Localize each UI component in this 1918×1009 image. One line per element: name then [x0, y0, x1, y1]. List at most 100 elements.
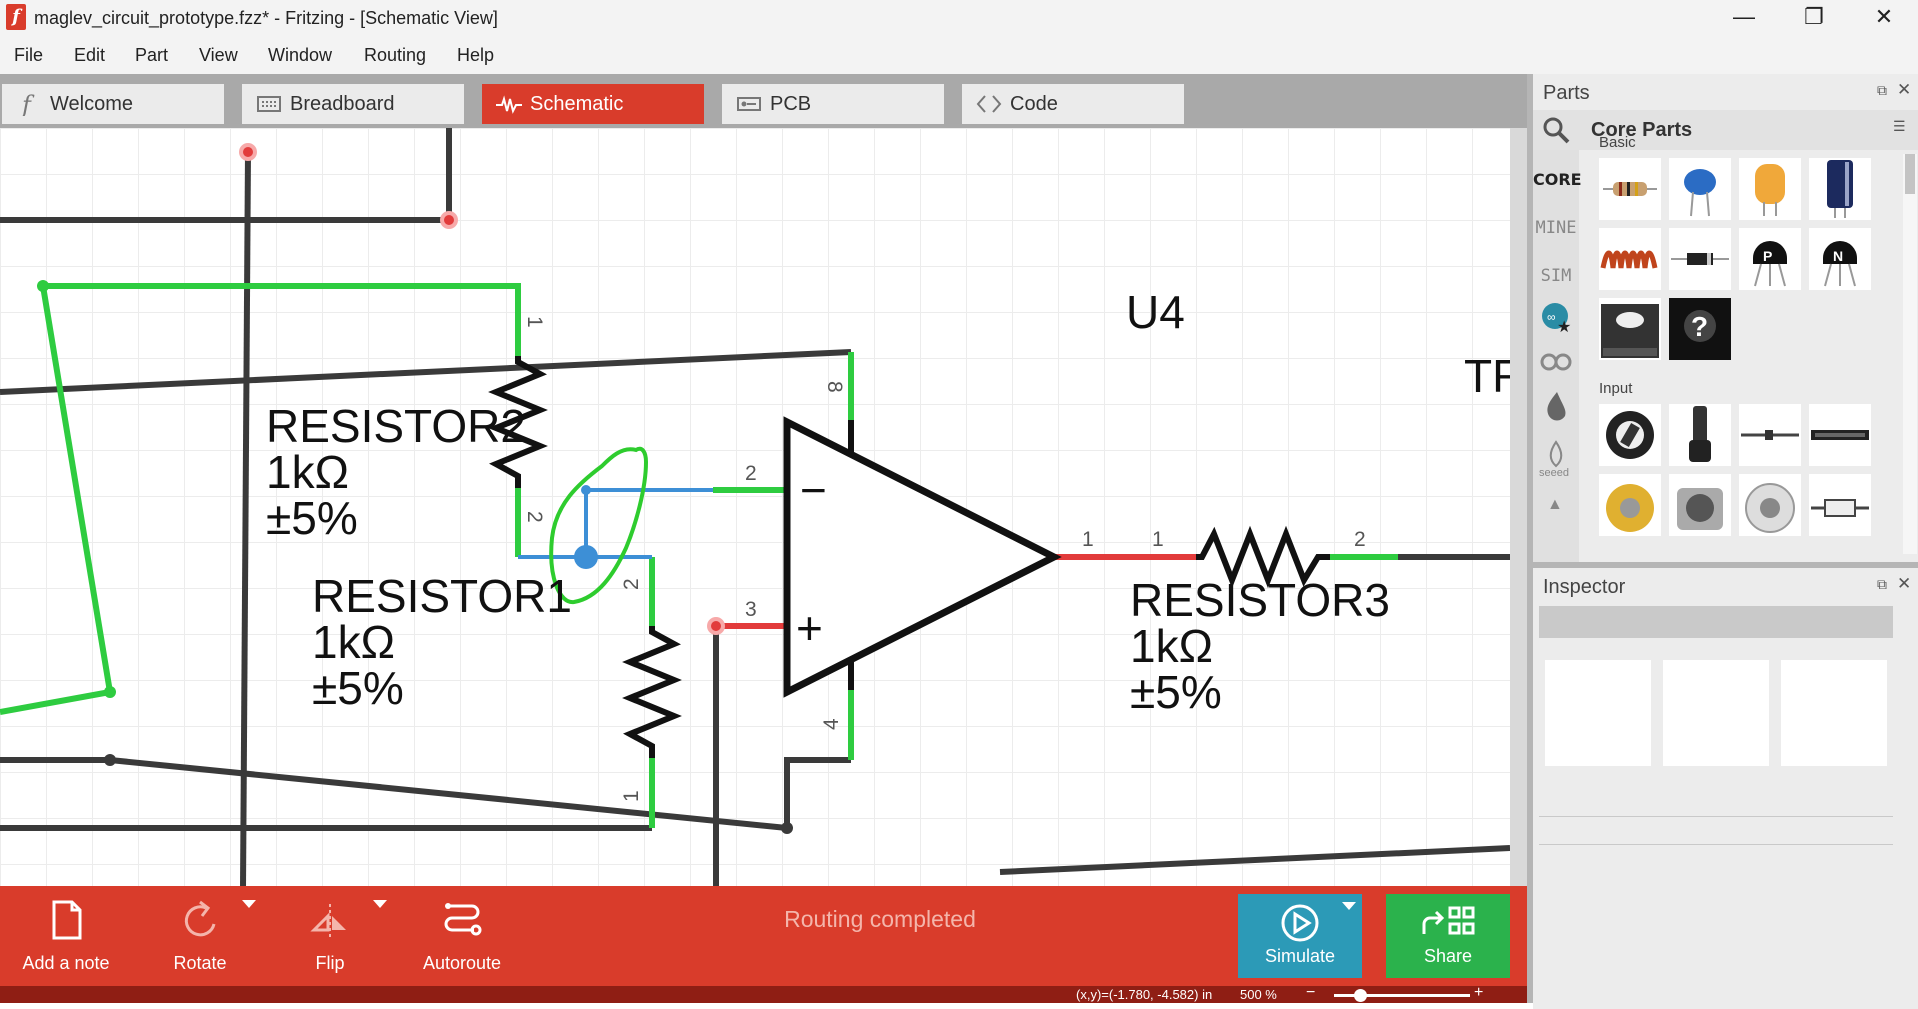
tab-label: Welcome [50, 93, 133, 115]
fuse-part-icon[interactable] [1809, 474, 1871, 536]
minimize-button[interactable]: — [1733, 4, 1755, 29]
flip-dropdown-icon[interactable] [373, 900, 387, 908]
rotary-potentiometer-part-icon[interactable] [1599, 474, 1661, 536]
diode-part-icon[interactable] [1669, 228, 1731, 290]
resistor-part-icon[interactable] [1599, 158, 1661, 220]
parts-bin-header: Core Parts ☰ [1533, 110, 1918, 150]
bin-tab-sim[interactable]: SIM [1540, 266, 1572, 286]
bin-menu-icon[interactable]: ☰ [1893, 118, 1906, 134]
tab-schematic[interactable]: Schematic [482, 84, 704, 124]
tab-code[interactable]: Code [962, 84, 1184, 124]
wires [0, 128, 1510, 886]
junction-dot[interactable] [581, 485, 591, 495]
pin-number: 1 [620, 790, 643, 802]
junction-dot[interactable] [574, 545, 598, 569]
trace[interactable] [0, 689, 111, 715]
add-note-button[interactable]: Add a note [16, 896, 116, 974]
bin-tab-core[interactable]: CORE [1533, 170, 1582, 189]
close-panel-icon[interactable]: ✕ [1897, 80, 1912, 99]
maximize-button[interactable]: ❐ [1804, 4, 1824, 29]
zoom-out-button[interactable]: − [1306, 984, 1316, 1001]
menu-help[interactable]: Help [457, 45, 495, 65]
inductor-part-icon[interactable] [1599, 228, 1661, 290]
connector-end[interactable] [707, 617, 725, 635]
net-lines [518, 488, 713, 559]
zoom-slider[interactable] [1334, 994, 1470, 997]
undock-icon[interactable]: ⧉ [1877, 82, 1887, 98]
dip-switch-part-icon[interactable] [1739, 474, 1801, 536]
ceramic-capacitor-part-icon[interactable] [1669, 158, 1731, 220]
vertical-scrollbar[interactable] [1510, 128, 1527, 886]
search-icon[interactable] [1541, 115, 1571, 145]
connector-end[interactable] [239, 143, 257, 161]
inspector-divider [1539, 844, 1893, 845]
knob-part-icon[interactable] [1669, 474, 1731, 536]
slide-potentiometer-part-icon[interactable] [1669, 404, 1731, 466]
mystery-part-icon[interactable]: ? [1669, 298, 1731, 360]
zoom-in-button[interactable]: + [1474, 984, 1484, 1001]
bin-tab-mine[interactable]: MINE [1535, 218, 1577, 238]
connector-end[interactable] [781, 822, 793, 834]
potentiometer-part-icon[interactable] [1599, 404, 1661, 466]
note-icon [52, 900, 82, 940]
bin-scroll-up-icon[interactable]: ▲ [1547, 496, 1563, 513]
menu-routing[interactable]: Routing [364, 45, 427, 65]
opamp-minus: − [800, 464, 827, 516]
connector-end[interactable] [104, 754, 116, 766]
connector-end[interactable] [37, 280, 49, 292]
tantalum-capacitor-part-icon[interactable] [1739, 158, 1801, 220]
flip-button[interactable]: Flip [280, 896, 380, 974]
tab-pcb[interactable]: PCB [722, 84, 944, 124]
tab-welcome[interactable]: f Welcome [2, 84, 224, 124]
connector-end[interactable] [104, 686, 116, 698]
tab-breadboard[interactable]: Breadboard [242, 84, 464, 124]
trace[interactable] [40, 285, 113, 693]
flex-sensor-part-icon[interactable] [1739, 404, 1801, 466]
close-button[interactable]: ✕ [1874, 4, 1894, 29]
inspector-title-field[interactable] [1539, 606, 1893, 638]
svg-text:f: f [20, 92, 35, 116]
menu-window[interactable]: Window [268, 45, 333, 65]
arduino-bin-icon[interactable]: ∞★ [1539, 300, 1573, 334]
inspector-close-icon[interactable]: ✕ [1897, 574, 1912, 593]
pnp-transistor-part-icon[interactable]: P [1739, 228, 1801, 290]
resistor1-symbol[interactable] [622, 626, 682, 758]
wire[interactable] [240, 151, 251, 886]
wire[interactable] [0, 349, 852, 395]
rotate-dropdown-icon[interactable] [242, 900, 256, 908]
resistor3-symbol[interactable] [1196, 525, 1330, 589]
menu-edit[interactable]: Edit [74, 45, 106, 65]
menu-file[interactable]: File [14, 45, 44, 65]
fet-part-icon[interactable] [1599, 298, 1661, 360]
flame-bin-icon[interactable] [1541, 390, 1571, 424]
simulate-dropdown-icon[interactable] [1342, 902, 1356, 910]
opamp-u4-symbol[interactable] [783, 416, 1062, 698]
menu-part[interactable]: Part [135, 45, 169, 65]
wire[interactable] [999, 845, 1510, 875]
resistor2-symbol[interactable] [488, 356, 548, 488]
menu-view[interactable]: View [199, 45, 238, 65]
npn-letter: N [1833, 248, 1843, 264]
trace[interactable] [43, 283, 521, 356]
npn-transistor-part-icon[interactable]: N [1809, 228, 1871, 290]
pnp-letter: P [1763, 248, 1772, 264]
flip-icon [310, 904, 346, 938]
svg-text:★: ★ [1557, 319, 1571, 334]
share-button[interactable]: Share [1386, 894, 1510, 978]
zoom-slider-handle[interactable] [1354, 989, 1367, 1002]
autoroute-button[interactable]: Autoroute [412, 896, 512, 974]
panel-splitter[interactable] [1527, 74, 1533, 1003]
lcd-strip-part-icon[interactable] [1809, 404, 1871, 466]
wire[interactable] [784, 757, 851, 828]
parts-scrollbar[interactable] [1903, 154, 1917, 554]
inspector-undock-icon[interactable]: ⧉ [1877, 576, 1887, 592]
electrolytic-capacitor-part-icon[interactable] [1809, 158, 1871, 220]
schematic-canvas[interactable]: fritzing [0, 128, 1510, 886]
seeed-bin-icon[interactable]: seeed [1537, 438, 1575, 478]
simulate-button[interactable]: Simulate [1238, 894, 1362, 978]
rotate-button[interactable]: Rotate [150, 896, 250, 974]
infinity-bin-icon[interactable] [1539, 350, 1573, 374]
parts-scrollbar-thumb[interactable] [1905, 154, 1915, 194]
connector-end[interactable] [440, 211, 458, 229]
wire[interactable] [0, 757, 788, 831]
